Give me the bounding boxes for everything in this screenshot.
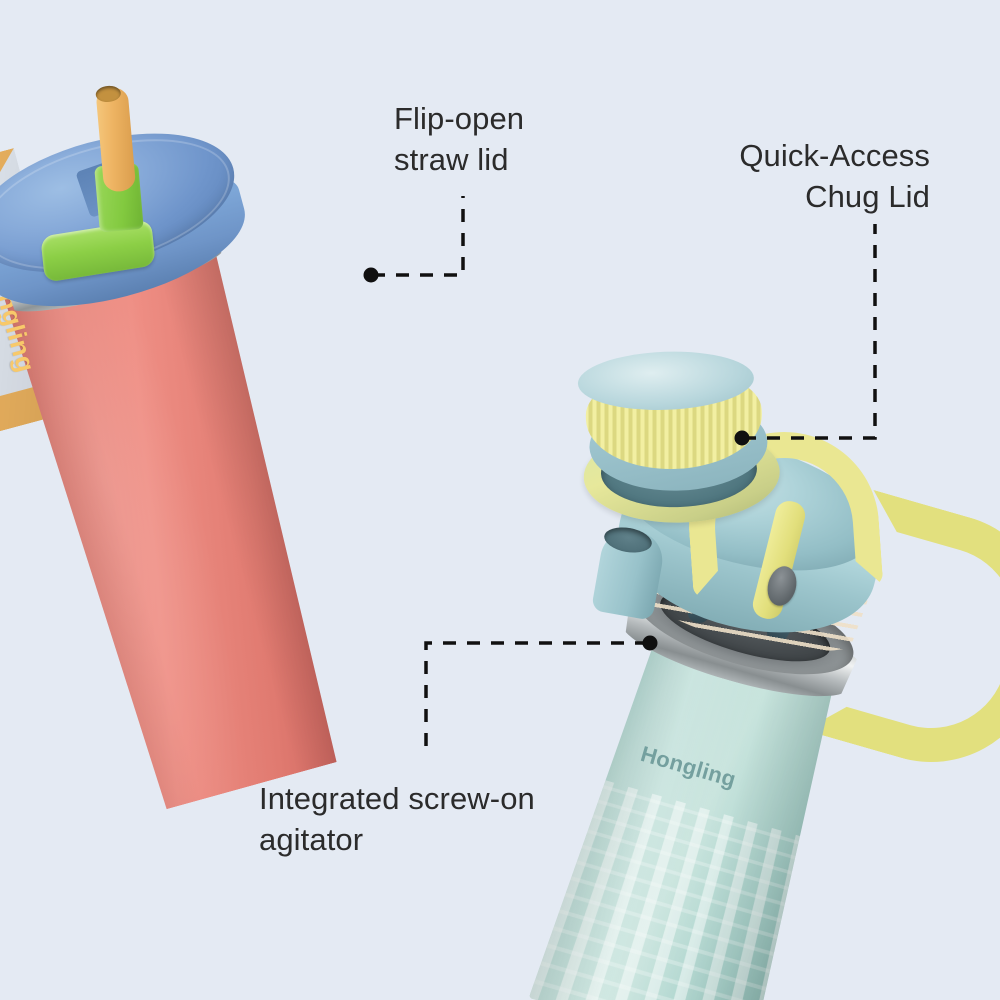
callout-line-2: agitator bbox=[259, 821, 364, 857]
callout-quick-access-chug-lid: Quick-Access Chug Lid bbox=[600, 136, 930, 218]
callout-integrated-screw-on-agitator: Integrated screw-on agitator bbox=[259, 779, 639, 861]
callout-flip-open-straw-lid: Flip-open straw lid bbox=[394, 99, 694, 181]
chug-lid-assembly bbox=[576, 348, 910, 680]
callout-line-1: Integrated screw-on bbox=[259, 781, 535, 816]
callout-line-2: straw lid bbox=[394, 141, 509, 177]
product-bottle-teal: Hongling bbox=[560, 270, 1000, 1000]
callout-line-1: Quick-Access bbox=[739, 138, 930, 173]
callout-line-1: Flip-open bbox=[394, 101, 525, 136]
product-tumbler-pink: Hongling bbox=[0, 84, 410, 850]
callout-line-2: Chug Lid bbox=[805, 178, 930, 214]
